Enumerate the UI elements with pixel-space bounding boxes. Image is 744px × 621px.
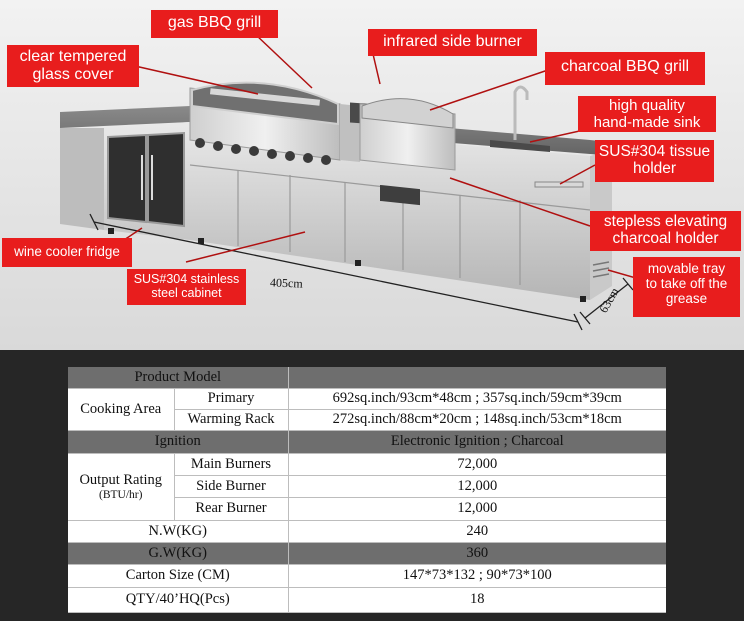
callout-hand-made-sink: high quality hand-made sink bbox=[578, 96, 716, 132]
primary-value: 692sq.inch/93cm*48cm ; 357sq.inch/59cm*3… bbox=[287, 388, 666, 410]
carton-size-value: 147*73*132 ; 90*73*100 bbox=[287, 564, 666, 588]
callout-wine-cooler-fridge: wine cooler fridge bbox=[2, 238, 132, 267]
rear-burner-label: Rear Burner bbox=[173, 497, 288, 521]
side-burner-value: 12,000 bbox=[287, 475, 666, 498]
cooking-area-label: Cooking Area bbox=[68, 388, 174, 431]
product-model-header: Product Model bbox=[68, 367, 288, 389]
ignition-value: Electronic Ignition ; Charcoal bbox=[287, 430, 666, 454]
callout-tissue-holder: SUS#304 tissue holder bbox=[595, 140, 714, 182]
primary-label: Primary bbox=[173, 388, 288, 410]
gross-weight-value: 360 bbox=[287, 542, 666, 565]
warming-rack-label: Warming Rack bbox=[173, 409, 288, 431]
output-rating-unit: (BTU/hr) bbox=[99, 489, 143, 501]
ignition-label: Ignition bbox=[68, 430, 288, 454]
spec-table: Product Model Cooking Area Primary 692sq… bbox=[68, 367, 666, 613]
output-rating-title: Output Rating bbox=[79, 472, 163, 488]
net-weight-value: 240 bbox=[287, 520, 666, 543]
qty-label: QTY/40’HQ(Pcs) bbox=[68, 587, 288, 613]
length-dimension-label: 405cm bbox=[269, 275, 303, 291]
callout-glass-cover: clear tempered glass cover bbox=[7, 45, 139, 87]
main-burners-label: Main Burners bbox=[173, 453, 288, 476]
carton-size-label: Carton Size (CM) bbox=[68, 564, 288, 588]
warming-rack-value: 272sq.inch/88cm*20cm ; 148sq.inch/53cm*1… bbox=[287, 409, 666, 431]
net-weight-label: N.W(KG) bbox=[68, 520, 288, 543]
callout-gas-bbq-grill: gas BBQ grill bbox=[151, 10, 278, 38]
product-model-value bbox=[287, 367, 666, 389]
callout-stainless-cabinet: SUS#304 stainless steel cabinet bbox=[127, 269, 246, 305]
callout-charcoal-holder: stepless elevating charcoal holder bbox=[590, 211, 741, 251]
gross-weight-label: G.W(KG) bbox=[68, 542, 288, 565]
main-burners-value: 72,000 bbox=[287, 453, 666, 476]
callout-infrared-side-burner: infrared side burner bbox=[368, 29, 537, 56]
callout-charcoal-bbq-grill: charcoal BBQ grill bbox=[545, 52, 705, 85]
qty-value: 18 bbox=[287, 587, 666, 613]
side-burner-label: Side Burner bbox=[173, 475, 288, 498]
callout-movable-tray: movable tray to take off the grease bbox=[633, 257, 740, 317]
output-rating-label: Output Rating (BTU/hr) bbox=[68, 453, 174, 521]
rear-burner-value: 12,000 bbox=[287, 497, 666, 521]
